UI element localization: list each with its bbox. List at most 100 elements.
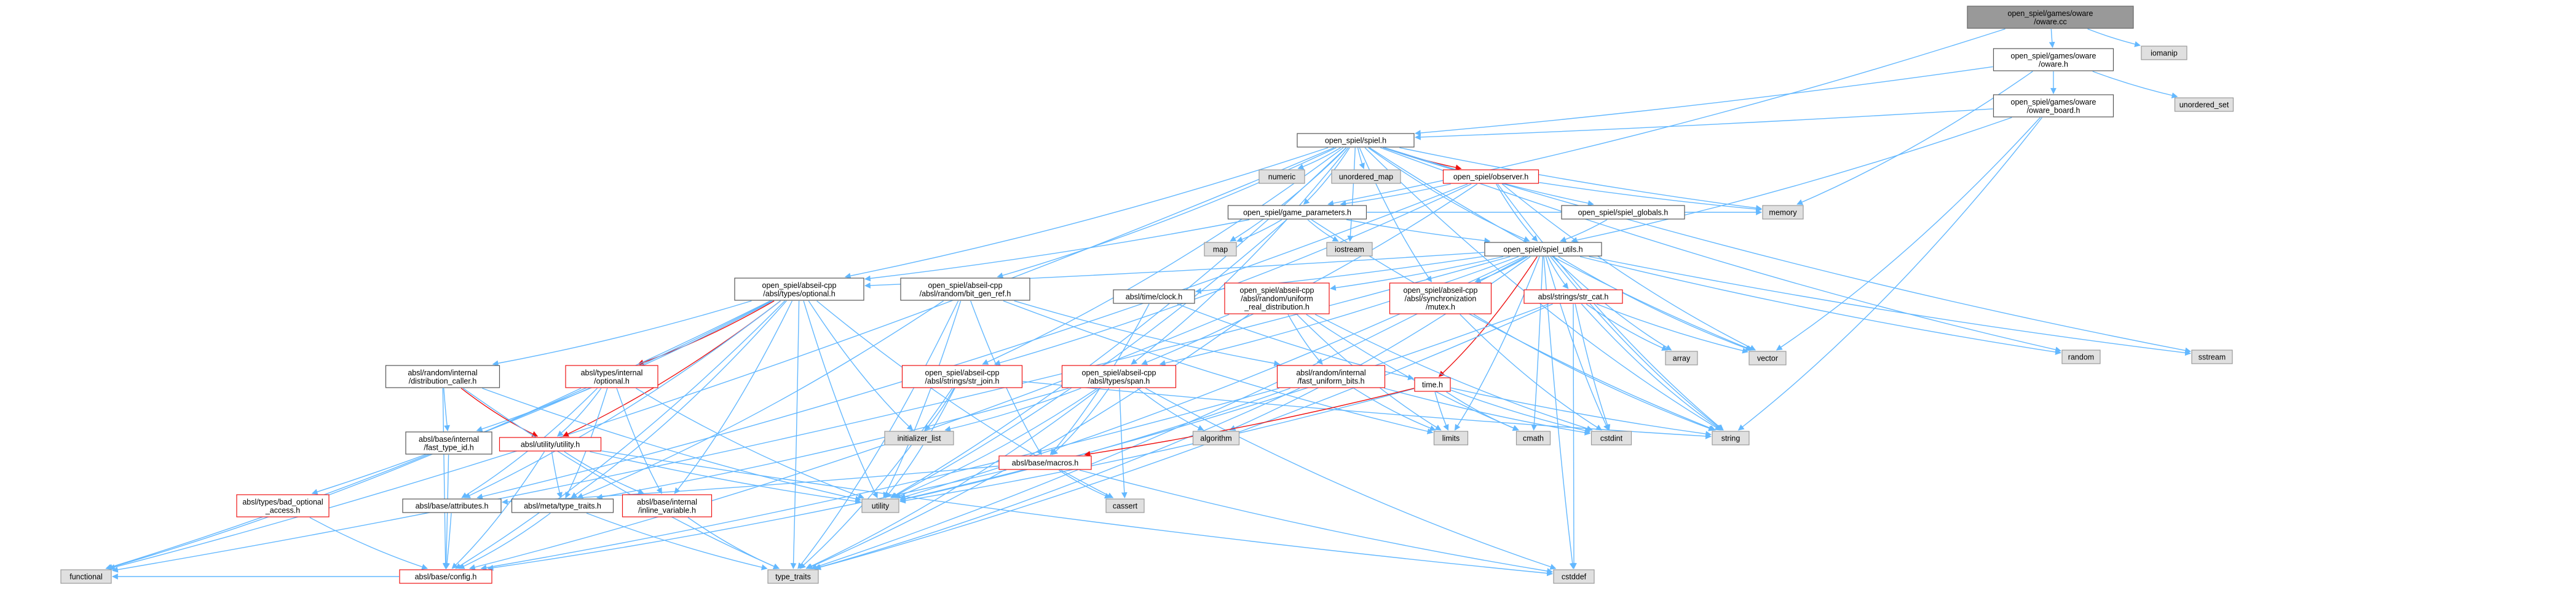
node-utility-utility[interactable]: absl/utility/utility.h: [499, 437, 602, 452]
node-time-h[interactable]: time.h: [1414, 377, 1451, 392]
edge-spiel_h-to-numeric: [1297, 147, 1341, 170]
node-label-line: /absl/random/bit_gen_ref.h: [920, 289, 1011, 298]
edge-span-to-utility: [895, 388, 1098, 499]
node-observer[interactable]: open_spiel/observer.h: [1442, 169, 1539, 184]
edge-str_join-to-type_traits: [799, 388, 953, 569]
node-unordered-set[interactable]: unordered_set: [2174, 97, 2234, 112]
node-oware-h[interactable]: open_spiel/games/oware/oware.h: [1993, 48, 2114, 71]
node-fast-uniform[interactable]: absl/random/internal/fast_uniform_bits.h: [1276, 365, 1386, 388]
node-box: [1414, 377, 1451, 392]
node-label-line: absl/base/internal: [419, 435, 479, 444]
node-mutex[interactable]: open_spiel/abseil-cpp/absl/synchronizati…: [1389, 282, 1492, 314]
node-label-line: open_spiel/abseil-cpp: [1082, 369, 1156, 377]
node-macros[interactable]: absl/base/macros.h: [998, 455, 1092, 470]
node-iostream[interactable]: iostream: [1326, 242, 1373, 257]
node-str-join[interactable]: open_spiel/abseil-cpp/absl/strings/str_j…: [901, 365, 1023, 388]
edge-dist_caller-to-config: [442, 388, 449, 569]
node-cstdint[interactable]: cstdint: [1590, 431, 1632, 445]
edge-time_h-to-string: [1450, 387, 1712, 437]
node-inline-variable[interactable]: absl/base/internal/inline_variable.h: [622, 494, 713, 517]
edge-span-to-algorithm: [1137, 388, 1204, 431]
node-oware-board[interactable]: open_spiel/games/oware/oware_board.h: [1993, 94, 2114, 118]
edge-dist_caller-to-utility: [482, 388, 861, 502]
edge-span-to-initializer_list: [944, 388, 1081, 432]
node-dist-caller[interactable]: absl/random/internal/distribution_caller…: [385, 365, 500, 388]
node-vector[interactable]: vector: [1748, 351, 1787, 365]
node-spiel-h[interactable]: open_spiel/spiel.h: [1297, 133, 1415, 148]
edge-str_join-to-utility: [885, 388, 955, 498]
edge-spiel_utils-to-uniform_real: [1330, 256, 1504, 291]
edge-spiel_utils-to-str_cat: [1547, 256, 1569, 289]
node-type-traits[interactable]: type_traits: [767, 569, 819, 584]
node-span[interactable]: open_spiel/abseil-cpp/absl/types/span.h: [1061, 365, 1177, 388]
edge-oware_h-to-memory: [1796, 71, 2033, 206]
node-random[interactable]: random: [2061, 349, 2101, 364]
node-label-line: /fast_type_id.h: [424, 443, 473, 452]
node-label-line: functional: [69, 573, 103, 581]
node-label-line: unordered_set: [2179, 101, 2229, 110]
node-algorithm[interactable]: algorithm: [1192, 431, 1240, 445]
edge-str_cat-to-vector: [1596, 303, 1748, 354]
edge-spiel_utils-to-time_h: [1438, 256, 1538, 377]
node-config[interactable]: absl/base/config.h: [399, 569, 492, 584]
node-box: [236, 494, 330, 517]
node-label-line: _access.h: [265, 506, 300, 514]
node-root[interactable]: open_spiel/games/oware/oware.cc: [1967, 6, 2134, 29]
node-box: [1204, 242, 1237, 257]
node-clock[interactable]: absl/time/clock.h: [1113, 289, 1195, 304]
node-fast-type-id[interactable]: absl/base/internal/fast_type_id.h: [405, 431, 492, 455]
node-spiel-globals[interactable]: open_spiel/spiel_globals.h: [1561, 205, 1685, 220]
node-label-line: absl/random/internal: [1296, 369, 1365, 377]
node-label-line: cmath: [1523, 434, 1544, 443]
edge-macros-to-cstddef: [1079, 469, 1553, 574]
node-cmath[interactable]: cmath: [1515, 431, 1551, 445]
node-initializer-list[interactable]: initializer_list: [884, 431, 954, 445]
edge-fast_type_id-to-config: [443, 454, 449, 569]
node-utility[interactable]: utility: [861, 498, 899, 513]
node-string[interactable]: string: [1712, 431, 1750, 445]
node-label-line: random: [2068, 353, 2094, 362]
node-optional[interactable]: open_spiel/abseil-cpp/absl/types/optiona…: [734, 278, 864, 301]
node-sstream[interactable]: sstream: [2191, 349, 2233, 364]
node-limits[interactable]: limits: [1433, 431, 1469, 445]
node-iomanip[interactable]: iomanip: [2141, 46, 2187, 60]
node-bit-gen-ref[interactable]: open_spiel/abseil-cpp/absl/random/bit_ge…: [900, 278, 1030, 301]
node-label-line: absl/base/config.h: [415, 573, 477, 581]
edge-utility_utility-to-config: [451, 451, 545, 569]
edge-optional-to-dist_caller: [492, 300, 752, 367]
node-label-line: open_spiel/abseil-cpp: [928, 281, 1003, 290]
node-map[interactable]: map: [1204, 242, 1237, 257]
node-type-traits-meta[interactable]: absl/meta/type_traits.h: [511, 498, 614, 513]
node-bad-optional[interactable]: absl/types/bad_optional_access.h: [236, 494, 330, 517]
node-attributes[interactable]: absl/base/attributes.h: [402, 498, 502, 513]
node-unordered-map[interactable]: unordered_map: [1331, 169, 1401, 184]
node-game-params[interactable]: open_spiel/game_parameters.h: [1227, 205, 1367, 220]
node-numeric[interactable]: numeric: [1258, 169, 1305, 184]
node-str-cat[interactable]: absl/strings/str_cat.h: [1523, 289, 1623, 304]
node-box: [1389, 282, 1492, 314]
node-label-line: /mutex.h: [1426, 303, 1455, 311]
edge-oware_board-to-string: [1737, 117, 2043, 431]
edge-time_h-to-cmath: [1446, 391, 1519, 431]
edge-spiel_utils-to-random: [1579, 256, 2061, 355]
edge-bad_optional-to-config: [309, 517, 428, 570]
node-label-line: type_traits: [775, 573, 811, 581]
node-cstddef[interactable]: cstddef: [1553, 569, 1595, 584]
node-box: [734, 278, 864, 301]
node-array[interactable]: array: [1665, 351, 1698, 365]
node-box: [1326, 242, 1373, 257]
node-label-line: limits: [1442, 434, 1460, 443]
edge-types_internal_optional-to-inline_variable: [616, 388, 663, 494]
edge-dist_caller-to-type_traits: [462, 388, 780, 569]
edge-spiel_h-to-functional: [108, 147, 1335, 570]
node-uniform-real[interactable]: open_spiel/abseil-cpp/absl/random/unifor…: [1224, 282, 1330, 314]
node-cassert[interactable]: cassert: [1105, 498, 1145, 513]
node-label-line: map: [1213, 246, 1228, 254]
node-types-internal-optional[interactable]: absl/types/internal/optional.h: [565, 365, 658, 388]
node-functional[interactable]: functional: [60, 569, 112, 584]
edge-optional-to-inline_variable: [674, 300, 793, 494]
edge-uniform_real-to-fast_uniform: [1287, 314, 1323, 365]
node-memory[interactable]: memory: [1762, 205, 1804, 220]
node-spiel-utils[interactable]: open_spiel/spiel_utils.h: [1484, 242, 1602, 257]
